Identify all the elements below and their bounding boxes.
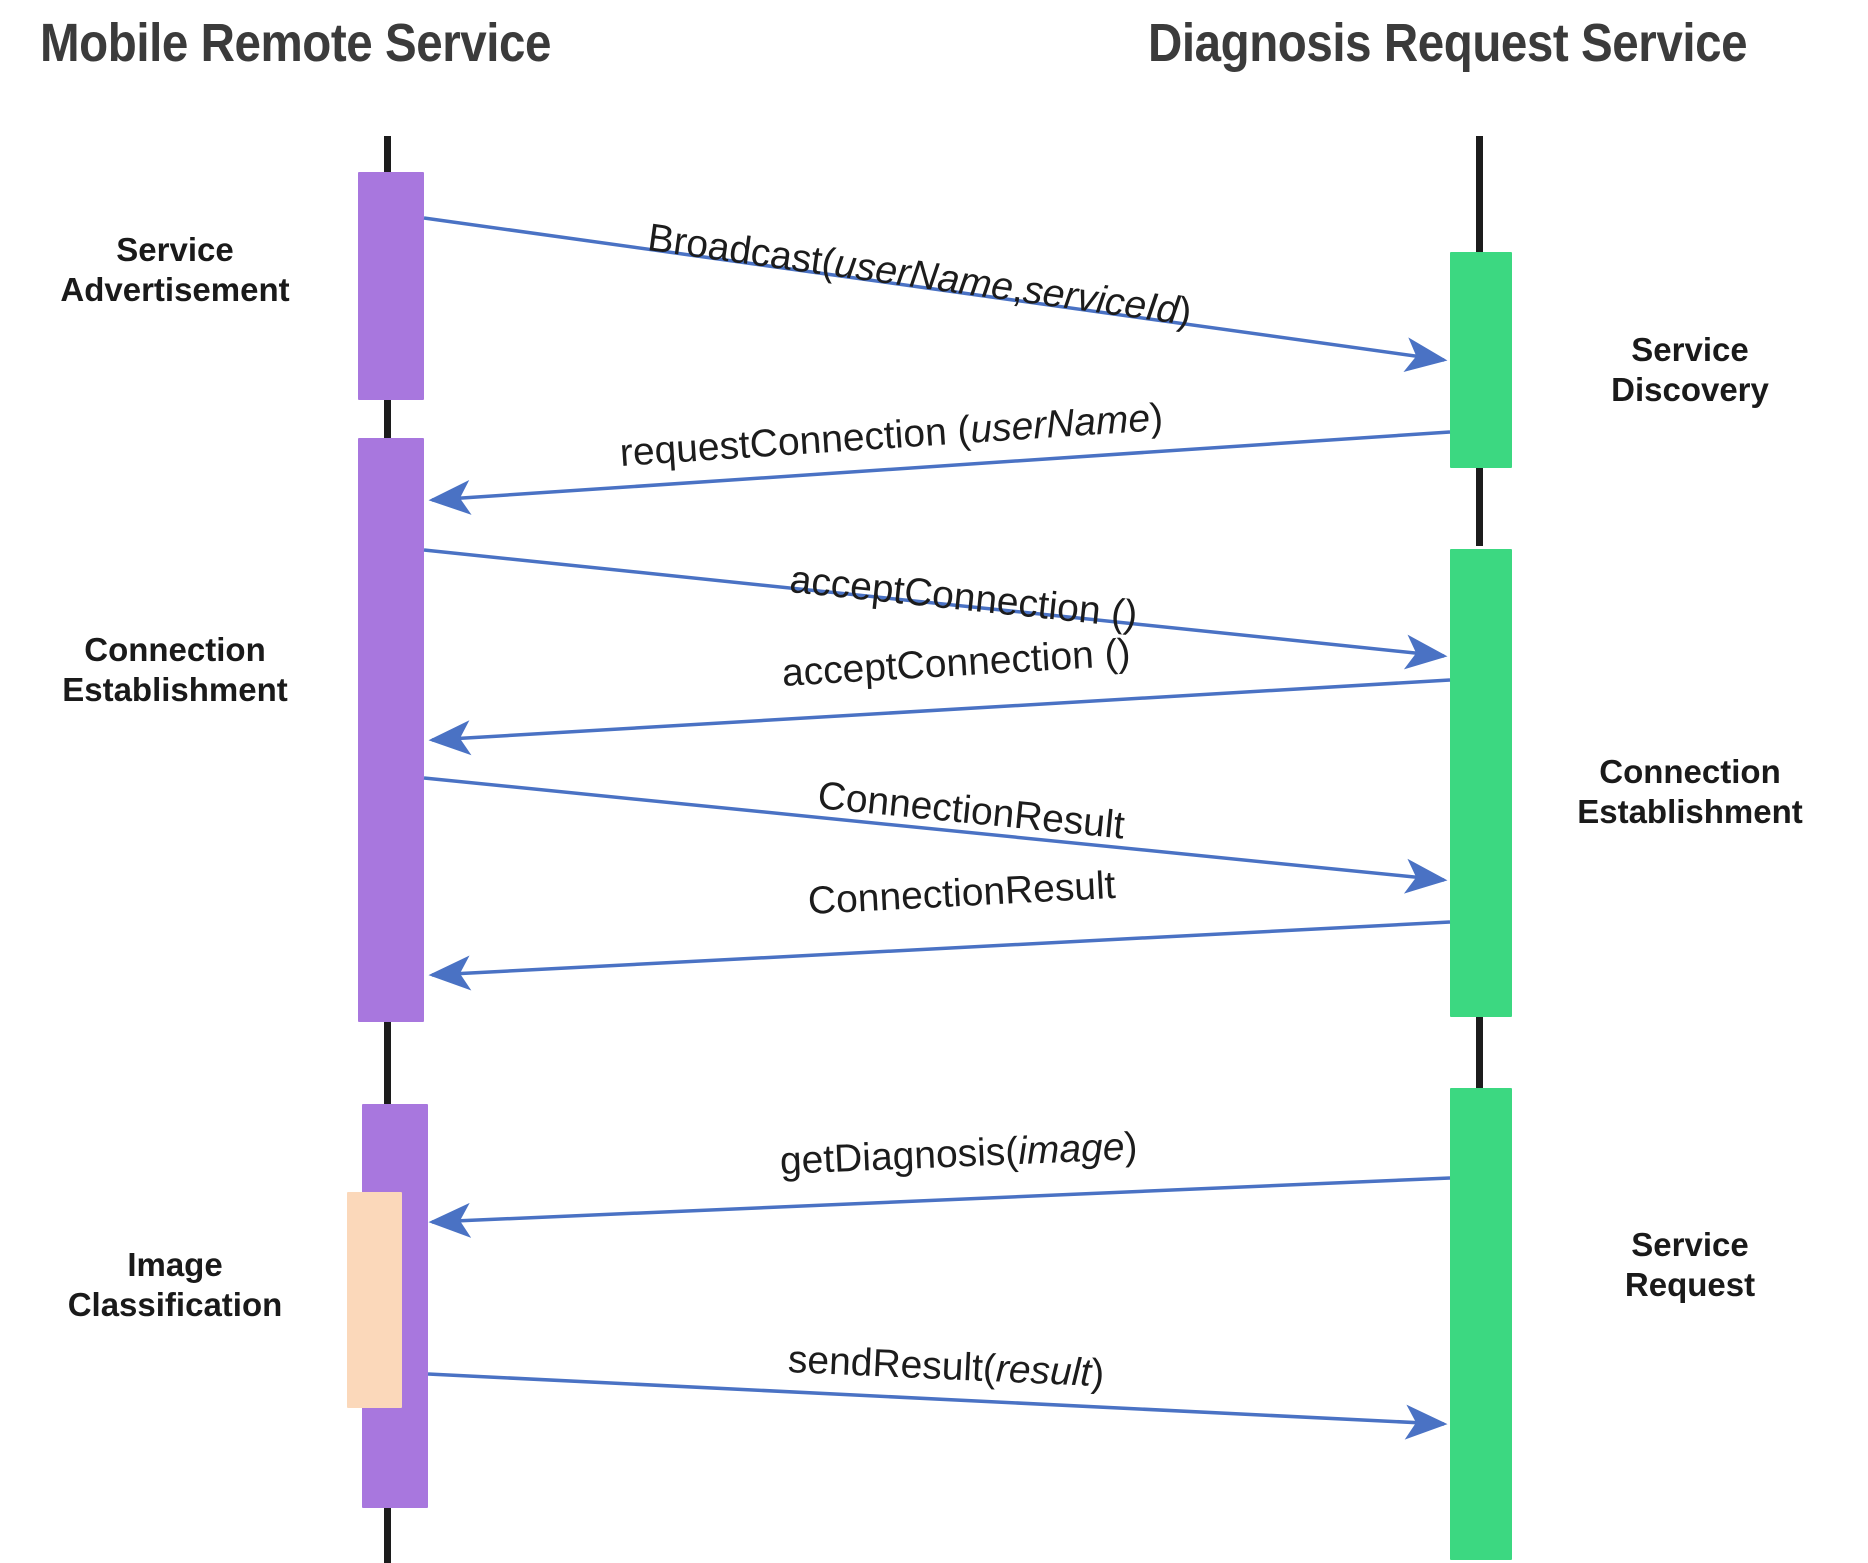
lifeline-diagnosis-segment-top — [1476, 136, 1483, 256]
arrow-accept-connection-in — [428, 678, 1451, 756]
activation-diagnosis-connection-establishment — [1450, 549, 1512, 1017]
phase-label-image-classification: Image Classification — [67, 1246, 283, 1324]
lifeline-mobile-segment-top — [384, 136, 391, 176]
message-label-accept-connection-out: acceptConnection () — [787, 558, 1140, 637]
lifeline-mobile-segment-bottom — [384, 1505, 391, 1563]
arrow-get-diagnosis — [428, 1176, 1451, 1238]
message-label-connection-result-in: ConnectionResult — [806, 863, 1117, 923]
phase-label-service-advertisement: Service Advertisement — [60, 231, 290, 309]
activation-mobile-service-advertisement — [358, 172, 424, 400]
phase-label-connection-establishment: Connection Establishment — [62, 631, 288, 709]
lifeline-mobile-segment-1 — [384, 400, 391, 442]
phase-label-service-request: Service Request — [1624, 1226, 1756, 1304]
message-label-get-diagnosis: getDiagnosis(image) — [779, 1125, 1139, 1183]
lifeline-diagnosis-segment-1 — [1476, 466, 1483, 546]
lifeline-diagnosis-segment-2 — [1476, 1010, 1483, 1090]
message-label-send-result: sendResult(result) — [787, 1338, 1106, 1396]
activation-diagnosis-service-discovery — [1450, 252, 1512, 468]
activation-mobile-connection-establishment — [358, 438, 424, 1022]
participant-title-diagnosis-request-service: Diagnosis Request Service — [1148, 13, 1748, 73]
processing-block-image-classification — [347, 1192, 402, 1408]
arrow-connection-result-in — [428, 920, 1451, 991]
message-label-broadcast: Broadcast(userName,serviceId) — [645, 216, 1195, 335]
participant-title-mobile-remote-service: Mobile Remote Service — [40, 13, 552, 73]
message-label-request-connection: requestConnection (userName) — [618, 395, 1165, 475]
phase-label-service-discovery: Service Discovery — [1611, 331, 1769, 409]
message-label-accept-connection-in: acceptConnection () — [780, 631, 1132, 695]
phase-label-connection-establishment-right: Connection Establishment — [1577, 753, 1803, 831]
lifeline-mobile-segment-2 — [384, 1018, 391, 1108]
message-label-connection-result-out: ConnectionResult — [815, 774, 1127, 848]
activation-diagnosis-service-request — [1450, 1088, 1512, 1560]
